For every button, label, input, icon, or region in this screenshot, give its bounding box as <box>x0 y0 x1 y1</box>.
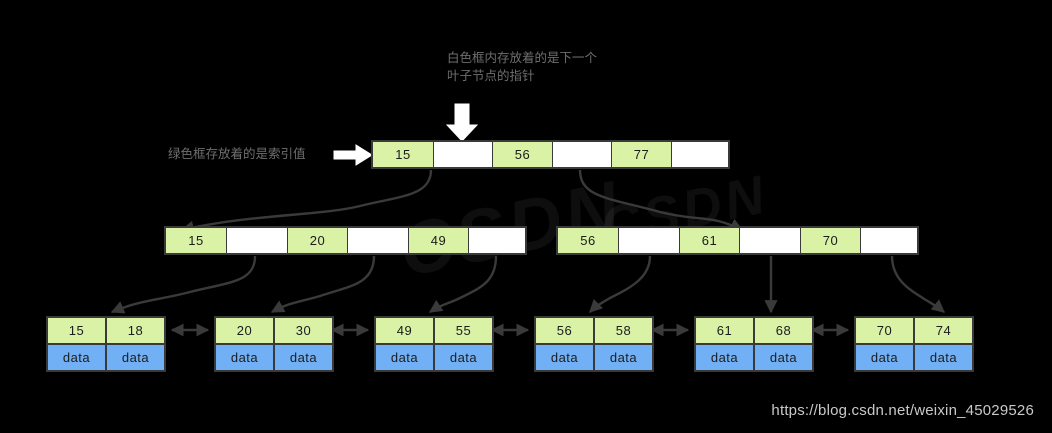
edge-internal-left-to-leaf-2 <box>270 255 376 314</box>
leaf-5-data-row: data data <box>696 345 812 370</box>
edge-internal-right-to-leaf-6 <box>890 255 946 313</box>
internal-left-cell-ptr-1[interactable] <box>227 228 288 253</box>
leaf-4-data-0[interactable]: data <box>536 345 595 370</box>
internal-left-cell-key-2[interactable]: 20 <box>288 228 348 253</box>
internal-right-cell-ptr-3[interactable] <box>740 228 801 253</box>
leaf-2-key-0[interactable]: 20 <box>216 318 275 343</box>
root-cell-ptr-1[interactable] <box>434 142 493 167</box>
leaf-5-data-0[interactable]: data <box>696 345 755 370</box>
leaf-6-data-1[interactable]: data <box>915 345 972 370</box>
annotation-green-box: 绿色框存放着的是索引值 <box>168 147 306 161</box>
leaf-2-data-0[interactable]: data <box>216 345 275 370</box>
root-cell-key-2[interactable]: 56 <box>493 142 553 167</box>
leaf-1-key-row: 15 18 <box>48 318 164 345</box>
leaf-1-data-1[interactable]: data <box>107 345 164 370</box>
leaf-6-data-row: data data <box>856 345 972 370</box>
edge-internal-left-to-leaf-3 <box>428 255 498 313</box>
leaf-4-key-row: 56 58 <box>536 318 652 345</box>
leaf-3-data-0[interactable]: data <box>376 345 435 370</box>
edge-root-to-internal-right <box>578 169 744 232</box>
internal-right-cell-key-2[interactable]: 61 <box>680 228 740 253</box>
leaf-4-data-row: data data <box>536 345 652 370</box>
internal-left-cell-key-0[interactable]: 15 <box>166 228 227 253</box>
watermark-url: https://blog.csdn.net/weixin_45029526 <box>771 402 1034 419</box>
leaf-5-data-1[interactable]: data <box>755 345 812 370</box>
root-cell-ptr-3[interactable] <box>553 142 612 167</box>
leaf-3-data-row: data data <box>376 345 492 370</box>
internal-right-cell-key-4[interactable]: 70 <box>801 228 861 253</box>
leaf-3-key-0[interactable]: 49 <box>376 318 435 343</box>
root-node[interactable]: 15 56 77 <box>371 140 730 169</box>
leaf-1-key-1[interactable]: 18 <box>107 318 164 343</box>
leaf-3-data-1[interactable]: data <box>435 345 492 370</box>
annotation-white-box: 白色框内存放着的是下一个 叶子节点的指针 <box>447 51 598 83</box>
leaf-node-6[interactable]: 70 74 data data <box>854 316 974 372</box>
internal-node-right[interactable]: 56 61 70 <box>556 226 919 255</box>
leaf-5-key-1[interactable]: 68 <box>755 318 812 343</box>
leaf-2-data-row: data data <box>216 345 332 370</box>
leaf-6-key-1[interactable]: 74 <box>915 318 972 343</box>
internal-right-cell-ptr-5[interactable] <box>861 228 917 253</box>
leaf-1-data-0[interactable]: data <box>48 345 107 370</box>
leaf-node-2[interactable]: 20 30 data data <box>214 316 334 372</box>
leaf-2-key-1[interactable]: 30 <box>275 318 332 343</box>
leaf-node-4[interactable]: 56 58 data data <box>534 316 654 372</box>
edge-internal-left-to-leaf-1 <box>110 255 257 314</box>
leaf-4-key-1[interactable]: 58 <box>595 318 652 343</box>
leaf-4-data-1[interactable]: data <box>595 345 652 370</box>
leaf-6-key-row: 70 74 <box>856 318 972 345</box>
white-box-pointer-arrow <box>445 103 479 142</box>
leaf-5-key-0[interactable]: 61 <box>696 318 755 343</box>
internal-right-cell-key-0[interactable]: 56 <box>558 228 619 253</box>
leaf-node-1[interactable]: 15 18 data data <box>46 316 166 372</box>
root-cell-key-0[interactable]: 15 <box>373 142 434 167</box>
internal-node-left[interactable]: 15 20 49 <box>164 226 527 255</box>
leaf-2-key-row: 20 30 <box>216 318 332 345</box>
leaf-5-key-row: 61 68 <box>696 318 812 345</box>
leaf-1-data-row: data data <box>48 345 164 370</box>
internal-left-cell-ptr-3[interactable] <box>348 228 409 253</box>
root-cell-ptr-5[interactable] <box>672 142 728 167</box>
root-cell-key-4[interactable]: 77 <box>612 142 672 167</box>
leaf-3-key-row: 49 55 <box>376 318 492 345</box>
leaf-4-key-0[interactable]: 56 <box>536 318 595 343</box>
leaf-6-data-0[interactable]: data <box>856 345 915 370</box>
green-box-pointer-arrow <box>333 144 373 166</box>
leaf-6-key-0[interactable]: 70 <box>856 318 915 343</box>
leaf-node-3[interactable]: 49 55 data data <box>374 316 494 372</box>
internal-left-cell-key-4[interactable]: 49 <box>409 228 469 253</box>
leaf-node-5[interactable]: 61 68 data data <box>694 316 814 372</box>
leaf-1-key-0[interactable]: 15 <box>48 318 107 343</box>
internal-left-cell-ptr-5[interactable] <box>469 228 525 253</box>
edge-internal-right-to-leaf-4 <box>589 255 652 313</box>
leaf-2-data-1[interactable]: data <box>275 345 332 370</box>
edge-root-to-internal-left <box>180 169 433 234</box>
leaf-3-key-1[interactable]: 55 <box>435 318 492 343</box>
internal-right-cell-ptr-1[interactable] <box>619 228 680 253</box>
